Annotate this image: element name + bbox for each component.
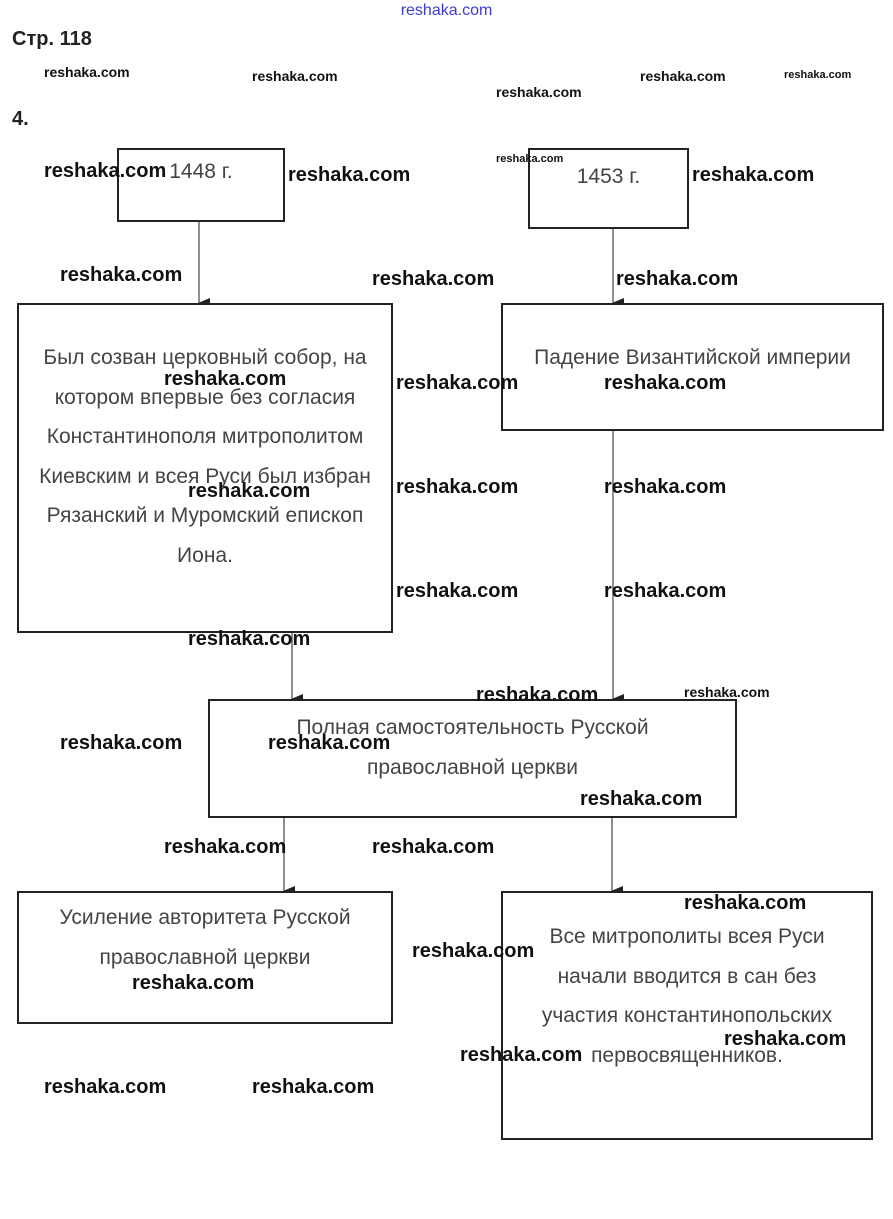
node-year-1453: 1453 г.	[528, 148, 689, 229]
watermark: reshaka.com	[60, 264, 183, 286]
watermark: reshaka.com	[60, 732, 183, 754]
watermark: reshaka.com	[684, 684, 770, 700]
watermark: reshaka.com	[396, 372, 519, 394]
watermark: reshaka.com	[372, 268, 495, 290]
watermark: reshaka.com	[496, 153, 564, 165]
node-year-1448: 1448 г.	[117, 148, 285, 222]
page-label: Стр. 118	[12, 28, 92, 50]
watermark: reshaka.com	[604, 476, 727, 498]
watermark: reshaka.com	[496, 84, 582, 100]
watermark: reshaka.com	[412, 940, 535, 962]
watermark: reshaka.com	[396, 476, 519, 498]
node-authority: Усиление авторитета Русской православной…	[17, 891, 393, 1024]
watermark: reshaka.com	[164, 836, 287, 858]
watermark: reshaka.com	[604, 372, 727, 394]
watermark: reshaka.com	[460, 1044, 583, 1066]
watermark: reshaka.com	[724, 1028, 847, 1050]
watermark: reshaka.com	[268, 732, 391, 754]
node-fall-byzantium: Падение Византийской империи	[501, 303, 884, 431]
task-number: 4.	[12, 108, 29, 130]
watermark: reshaka.com	[164, 368, 287, 390]
node-independence: Полная самостоятельность Русской правосл…	[208, 699, 737, 818]
watermark: reshaka.com	[640, 68, 726, 84]
watermark: reshaka.com	[580, 788, 703, 810]
watermark: reshaka.com	[44, 160, 167, 182]
node-council-1448: Был созван церковный собор, на котором в…	[17, 303, 393, 633]
node-independence-text: Полная самостоятельность Русской правосл…	[296, 716, 649, 779]
watermark: reshaka.com	[372, 836, 495, 858]
node-metropolitans: Все митрополиты всея Руси начали вводитс…	[501, 891, 873, 1140]
watermark: reshaka.com	[188, 480, 311, 502]
node-fall-byzantium-text: Падение Византийской империи	[534, 346, 851, 369]
watermark: reshaka.com	[604, 580, 727, 602]
node-year-1453-text: 1453 г.	[576, 164, 641, 188]
watermark: reshaka.com	[784, 69, 852, 81]
watermark: reshaka.com	[616, 268, 739, 290]
watermark: reshaka.com	[396, 580, 519, 602]
watermark: reshaka.com	[44, 64, 130, 80]
watermark: reshaka.com	[684, 892, 807, 914]
watermark: reshaka.com	[476, 684, 599, 706]
watermark: reshaka.com	[188, 628, 311, 650]
site-header[interactable]: reshaka.com	[400, 2, 493, 19]
watermark: reshaka.com	[692, 164, 815, 186]
node-metropolitans-text: Все митрополиты всея Руси начали вводитс…	[541, 925, 833, 1067]
watermark: reshaka.com	[252, 68, 338, 84]
node-year-1448-text: 1448 г.	[169, 160, 233, 183]
node-authority-text: Усиление авторитета Русской православной…	[59, 906, 351, 969]
node-council-1448-text: Был созван церковный собор, на котором в…	[39, 346, 371, 567]
watermark: reshaka.com	[44, 1076, 167, 1098]
watermark: reshaka.com	[288, 164, 411, 186]
watermark: reshaka.com	[252, 1076, 375, 1098]
watermark: reshaka.com	[132, 972, 255, 994]
